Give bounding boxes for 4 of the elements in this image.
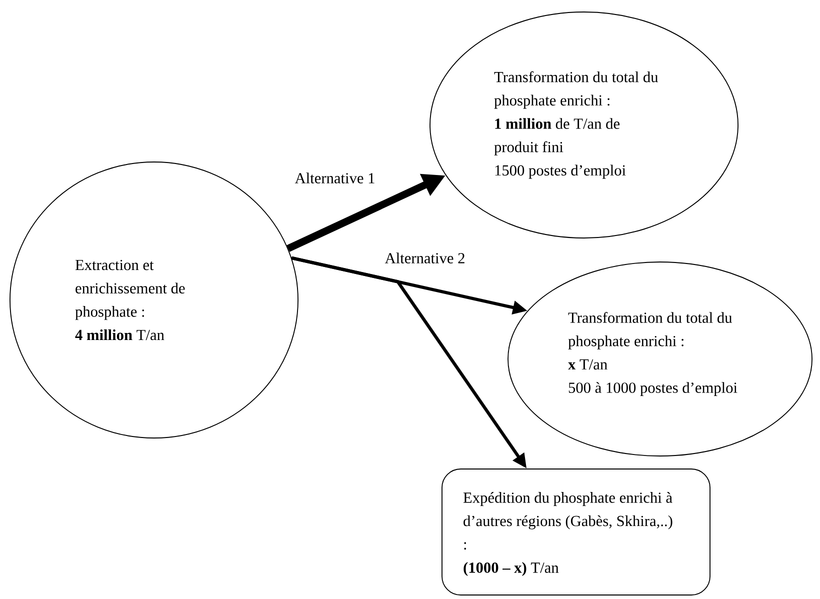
- edge-label: Alternative 2: [383, 251, 467, 265]
- ellipse-node: Transformation du total du phosphate enrichi : x T/an 500 à 1000 postes d’emploi: [508, 262, 812, 456]
- ellipse-node: Transformation du total du phosphate enrichi : 1 million de T/an de produit fini 1500 postes d’emploi: [430, 12, 738, 238]
- rounded-box: Expédition du phosphate enrichi à d’autres régions (Gabès, Skhira,..) : (1000 – x) T/an: [442, 468, 710, 596]
